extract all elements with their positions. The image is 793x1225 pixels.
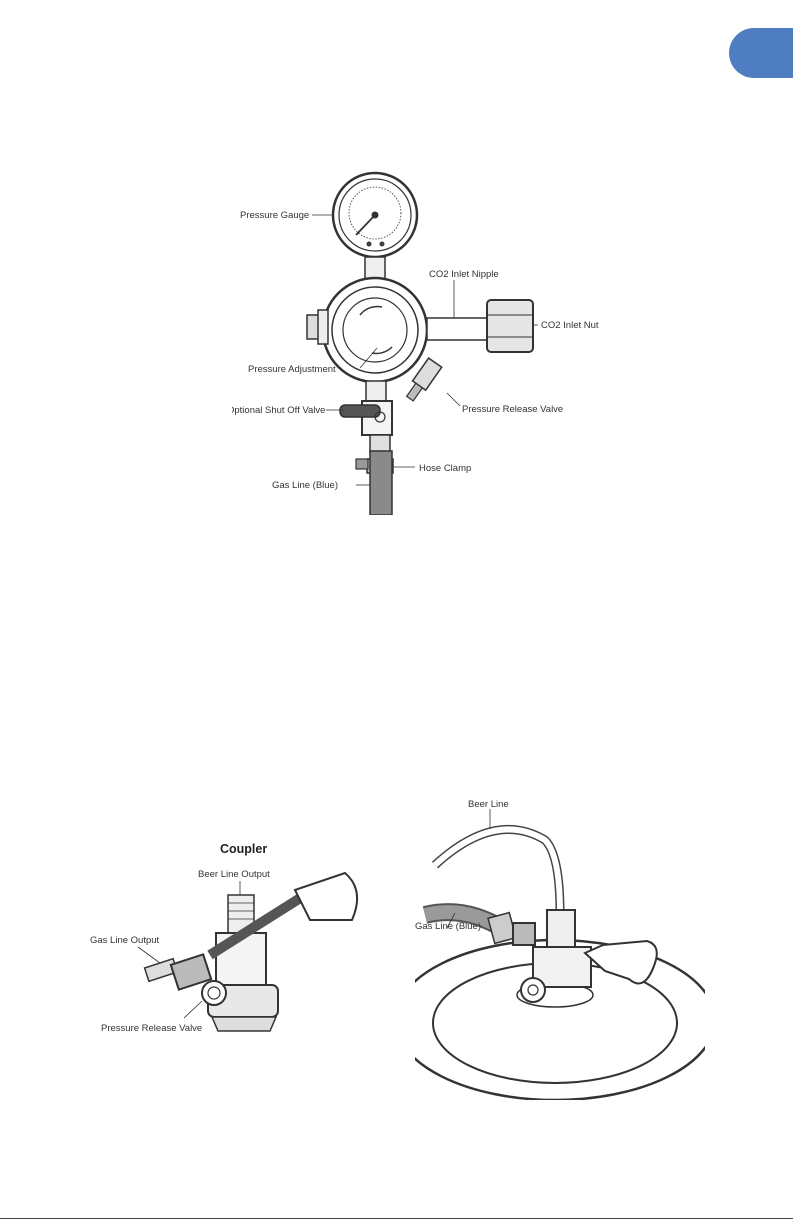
co2-inlet-nut-label: CO2 Inlet Nut — [541, 320, 599, 331]
hose-clamp-label: Hose Clamp — [419, 463, 471, 474]
beer-line-output-label: Beer Line Output — [198, 869, 270, 880]
optional-shut-off-valve-label: Optional Shut Off Valve — [232, 405, 325, 416]
regulator-figure: Pressure Gauge CO2 Inlet Nipple CO2 Inle… — [232, 165, 624, 515]
keg-gas-line-label: Gas Line (Blue) — [415, 921, 481, 932]
gas-line-output-label: Gas Line Output — [90, 935, 160, 946]
keg-figure: Beer Line Gas Line (Blue) — [415, 795, 705, 1100]
pressure-gauge-label: Pressure Gauge — [240, 210, 309, 221]
gas-line-label: Gas Line (Blue) — [272, 480, 338, 491]
coupler-title: Coupler — [220, 842, 267, 856]
coupler-pressure-release-valve-label: Pressure Release Valve — [101, 1023, 202, 1034]
pressure-gauge-drawing — [333, 173, 417, 279]
coupler-diagram: Coupler Beer Line Output Gas Line Output… — [90, 835, 380, 1060]
keg-drawing — [415, 829, 705, 1100]
coupler-figure: Coupler Beer Line Output Gas Line Output… — [90, 835, 380, 1060]
page-bottom-rule — [0, 1218, 793, 1219]
beer-line-label: Beer Line — [468, 799, 509, 810]
keg-diagram: Beer Line Gas Line (Blue) — [415, 795, 705, 1100]
coupler-drawing — [145, 873, 358, 1031]
pressure-adjustment-label: Pressure Adjustment — [248, 364, 336, 375]
pressure-release-valve-label: Pressure Release Valve — [462, 404, 563, 415]
co2-inlet-nipple-label: CO2 Inlet Nipple — [429, 269, 499, 280]
regulator-diagram: Pressure Gauge CO2 Inlet Nipple CO2 Inle… — [232, 165, 624, 515]
regulator-body-drawing — [307, 278, 533, 515]
page-tab-marker — [729, 28, 793, 78]
